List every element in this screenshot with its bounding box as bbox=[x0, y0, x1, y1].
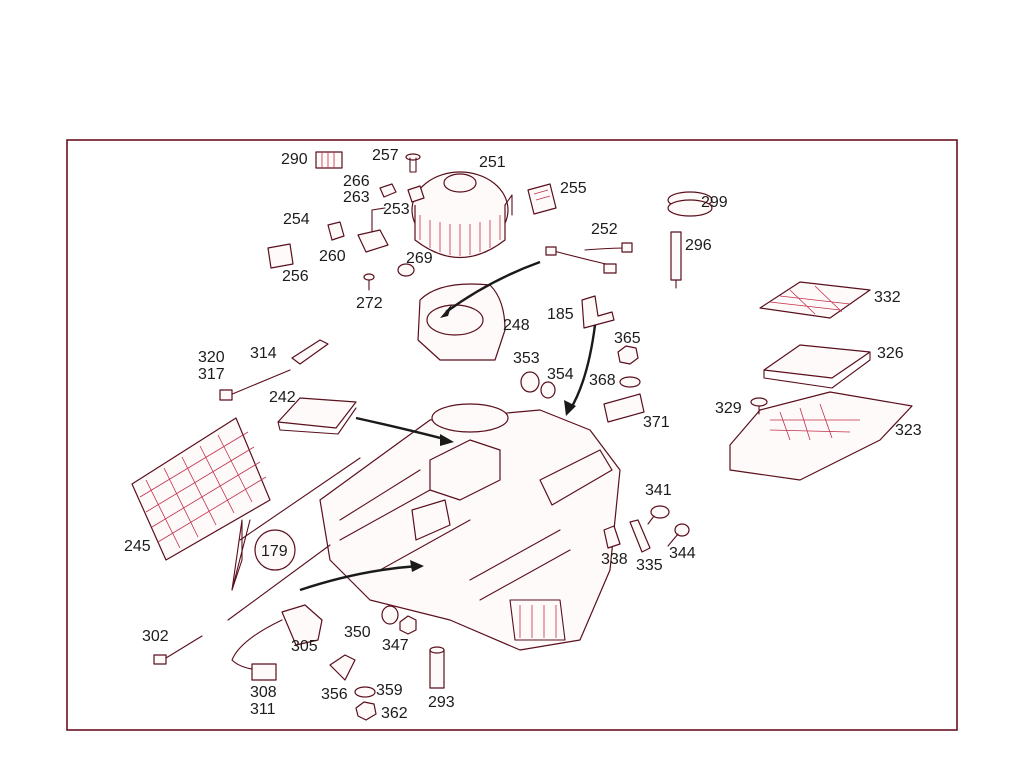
part-359-washer bbox=[354, 686, 376, 698]
diagram-frame bbox=[66, 139, 958, 731]
part-354-washer bbox=[540, 381, 556, 399]
part-314-sensor-cable bbox=[219, 339, 329, 401]
part-185-bracket bbox=[581, 295, 615, 329]
label-290: 290 bbox=[281, 151, 308, 168]
part-179-rods bbox=[227, 457, 361, 621]
label-335: 335 bbox=[636, 557, 663, 574]
label-245: 245 bbox=[124, 538, 151, 555]
part-299-clamp-ring bbox=[667, 191, 713, 217]
label-365: 365 bbox=[614, 330, 641, 347]
label-305: 305 bbox=[291, 638, 318, 655]
label-353: 353 bbox=[513, 350, 540, 367]
label-359: 359 bbox=[376, 682, 403, 699]
label-252: 252 bbox=[591, 221, 618, 238]
label-257: 257 bbox=[372, 147, 399, 164]
part-296-sensor-tube bbox=[670, 231, 682, 289]
part-242-pad bbox=[277, 397, 357, 435]
part-251-blower-wheel bbox=[411, 171, 513, 258]
part-252-wiring-harness bbox=[545, 242, 633, 274]
part-347-nut bbox=[399, 615, 417, 635]
part-266-clip bbox=[379, 183, 397, 198]
label-329: 329 bbox=[715, 400, 742, 417]
part-326-filter-element bbox=[763, 344, 871, 389]
label-338: 338 bbox=[601, 551, 628, 568]
part-323-filter-housing bbox=[729, 391, 913, 481]
part-253-clamp bbox=[407, 185, 425, 203]
label-255: 255 bbox=[560, 180, 587, 197]
label-272: 272 bbox=[356, 295, 383, 312]
part-302-sensor bbox=[153, 635, 203, 665]
label-344: 344 bbox=[669, 545, 696, 562]
part-257-screw bbox=[405, 153, 421, 173]
part-368-washer bbox=[619, 376, 641, 388]
part-344-screw bbox=[667, 523, 690, 547]
part-number-labels: 290 257 251 266 263 253 255 299 254 252 … bbox=[124, 147, 922, 722]
label-308: 308 bbox=[250, 684, 277, 701]
part-365-nut bbox=[617, 345, 639, 365]
label-332: 332 bbox=[874, 289, 901, 306]
part-332-filter-frame bbox=[759, 281, 871, 319]
label-251: 251 bbox=[479, 154, 506, 171]
part-269-plug bbox=[397, 263, 415, 277]
part-254-bracket bbox=[327, 221, 345, 241]
label-314: 314 bbox=[250, 345, 277, 362]
part-305-actuator bbox=[231, 604, 323, 671]
label-350: 350 bbox=[344, 624, 371, 641]
label-253: 253 bbox=[383, 201, 410, 218]
label-356: 356 bbox=[321, 686, 348, 703]
label-311: 311 bbox=[250, 701, 276, 718]
part-362-nut bbox=[355, 701, 377, 721]
arrow-blower-to-housing bbox=[440, 260, 541, 318]
part-260-resistor bbox=[357, 207, 389, 253]
label-317: 317 bbox=[198, 366, 225, 383]
label-354: 354 bbox=[547, 366, 574, 383]
label-242: 242 bbox=[269, 389, 296, 406]
part-335-bracket bbox=[629, 519, 651, 553]
part-248-blower-housing bbox=[417, 283, 506, 361]
part-350-washer bbox=[381, 605, 399, 625]
part-255-cover bbox=[527, 183, 557, 215]
label-248: 248 bbox=[503, 317, 530, 334]
label-185: 185 bbox=[547, 306, 574, 323]
part-353-grommet bbox=[520, 371, 540, 393]
arrow-bracket-to-unit bbox=[564, 324, 597, 416]
part-290-connector bbox=[315, 151, 343, 169]
label-263: 263 bbox=[343, 189, 370, 206]
part-179-callout-circle bbox=[254, 529, 296, 571]
label-260: 260 bbox=[319, 248, 346, 265]
label-320: 320 bbox=[198, 349, 225, 366]
label-256: 256 bbox=[282, 268, 309, 285]
part-256-connector bbox=[267, 243, 294, 269]
part-272-pin bbox=[363, 273, 375, 291]
label-326: 326 bbox=[877, 345, 904, 362]
part-371-bracket bbox=[603, 393, 645, 423]
label-269: 269 bbox=[406, 250, 433, 267]
label-299: 299 bbox=[701, 194, 728, 211]
arrow-pad-to-unit bbox=[355, 416, 454, 446]
part-329-clip bbox=[750, 397, 768, 415]
label-293: 293 bbox=[428, 694, 455, 711]
part-293-tube bbox=[429, 646, 445, 689]
label-362: 362 bbox=[381, 705, 408, 722]
label-302: 302 bbox=[142, 628, 169, 645]
label-266: 266 bbox=[343, 173, 370, 190]
part-356-bracket bbox=[329, 654, 356, 681]
label-254: 254 bbox=[283, 211, 310, 228]
part-245-evaporator-grid bbox=[131, 417, 271, 561]
label-371: 371 bbox=[643, 414, 670, 431]
label-341: 341 bbox=[645, 482, 672, 499]
label-368: 368 bbox=[589, 372, 616, 389]
label-323: 323 bbox=[895, 422, 922, 439]
arrow-lower-to-unit bbox=[299, 560, 424, 592]
label-347: 347 bbox=[382, 637, 409, 654]
part-341-nut bbox=[647, 505, 670, 525]
hvac-main-unit bbox=[319, 403, 621, 651]
label-296: 296 bbox=[685, 237, 712, 254]
part-308-connector bbox=[251, 663, 277, 681]
part-338-clip bbox=[603, 525, 621, 549]
label-179: 179 bbox=[261, 543, 288, 560]
